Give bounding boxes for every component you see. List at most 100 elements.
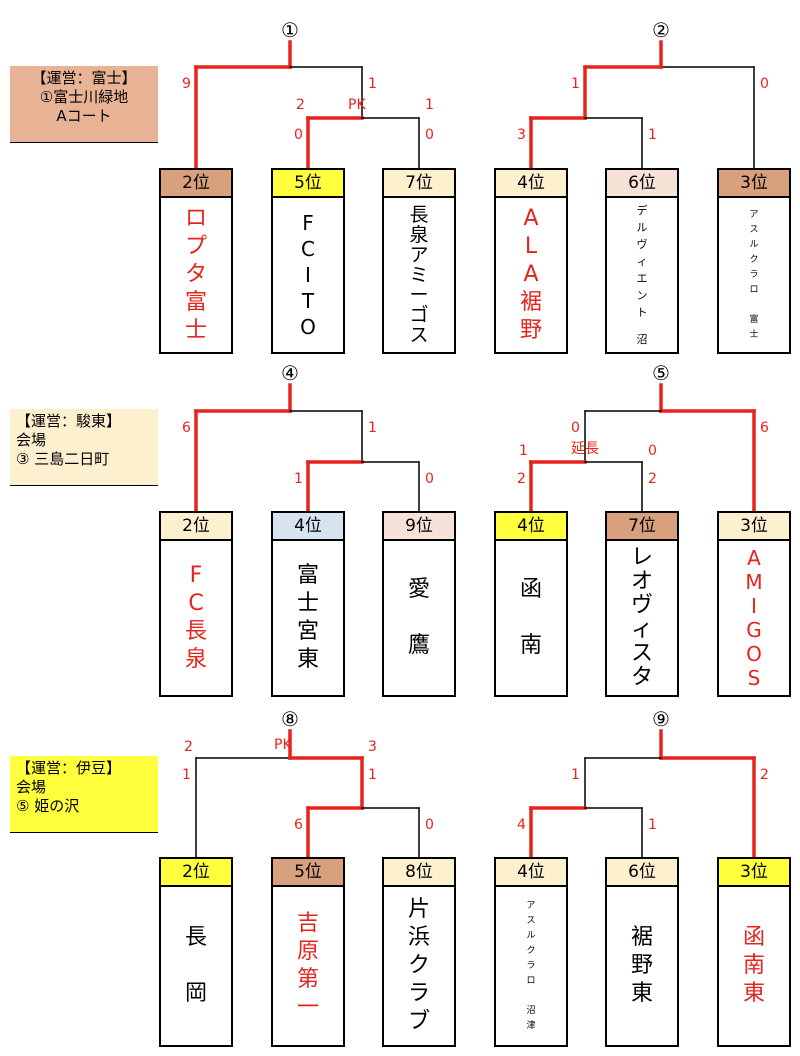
- match-decider-label: 延長: [571, 441, 599, 457]
- team-name: 長岡: [161, 887, 231, 1045]
- team-name-char: ア: [749, 209, 759, 220]
- team-rank: 3位: [719, 859, 789, 887]
- team-name-char: 第: [296, 967, 319, 992]
- match-score: 6: [760, 420, 769, 436]
- team-name-char: ラ: [749, 269, 759, 280]
- team-box: 8位片浜クラブ: [382, 857, 456, 1047]
- team-box: 7位レオヴィスタ: [605, 511, 679, 697]
- team-name-char: ー: [409, 284, 429, 306]
- team-name-char: 富: [296, 563, 319, 588]
- team-name-char: プ: [184, 234, 207, 259]
- match-score: 1: [368, 767, 377, 783]
- team-rank: 7位: [607, 513, 677, 541]
- team-name-char: ヴ: [630, 593, 653, 618]
- match-score: 0: [648, 443, 657, 459]
- match-number: ①: [281, 18, 299, 42]
- team-name: 吉原第一: [273, 887, 343, 1045]
- team-rank: 3位: [719, 513, 789, 541]
- team-name-char: ゴ: [409, 304, 429, 326]
- team-name-char: O: [300, 315, 316, 339]
- team-rank: 2位: [161, 859, 231, 887]
- team-name-char: ス: [526, 915, 536, 926]
- team-name-char: ア: [526, 900, 536, 911]
- team-rank: 2位: [161, 513, 231, 541]
- team-name-char: ク: [526, 945, 536, 956]
- team-rank: 6位: [607, 859, 677, 887]
- match-score: 1: [182, 767, 191, 783]
- team-name-char: ロ: [526, 975, 536, 986]
- team-name: ロプタ富士: [161, 198, 231, 352]
- team-box: 7位長泉アミーゴス: [382, 168, 456, 354]
- match-score: 1: [648, 817, 657, 833]
- match-number: ④: [281, 361, 299, 385]
- match-score: 1: [368, 76, 377, 92]
- match-score: 1: [571, 76, 580, 92]
- team-name-char: ン: [636, 289, 648, 302]
- team-name-char: ロ: [749, 284, 759, 295]
- team-rank: 2位: [161, 170, 231, 198]
- team-name-char: 一: [296, 995, 319, 1020]
- match-score: 2: [184, 739, 193, 755]
- team-name-char: 野: [630, 953, 653, 978]
- match-score: 1: [294, 471, 303, 487]
- team-name: 函南: [496, 541, 566, 695]
- team-box: 9位愛鷹: [382, 511, 456, 697]
- team-name-char: 鷹: [407, 633, 430, 658]
- team-box: 4位アスルクラロ沼津: [494, 857, 568, 1047]
- team-box: 4位富士宮東: [271, 511, 345, 697]
- venue-underline: [10, 485, 158, 486]
- team-name-char: ス: [409, 324, 429, 346]
- team-rank: 8位: [384, 859, 454, 887]
- venue-line: 【運営：富士】: [31, 69, 137, 87]
- match-score: 3: [517, 127, 526, 143]
- match-score: 1: [368, 420, 377, 436]
- team-name-char: ィ: [630, 617, 653, 642]
- team-rank: 4位: [496, 170, 566, 198]
- team-name: デルヴィエント沼: [607, 198, 677, 352]
- team-name-char: タ: [630, 665, 653, 690]
- venue-line: Aコート: [56, 107, 112, 125]
- team-name-char: ィ: [636, 255, 648, 268]
- team-box: 4位函南: [494, 511, 568, 697]
- team-rank: 3位: [719, 170, 789, 198]
- team-name-char: S: [747, 666, 761, 690]
- team-name-char: オ: [630, 569, 653, 594]
- team-name-char: 富: [184, 290, 207, 315]
- match-decider-label: PK: [348, 97, 366, 113]
- team-name-char: 南: [742, 953, 765, 978]
- team-box: 6位デルヴィエント沼: [605, 168, 679, 354]
- match-score: 6: [294, 817, 303, 833]
- venue-line: 【運営：伊豆】: [16, 759, 122, 777]
- team-name-char: ヴ: [636, 238, 648, 251]
- match-score: 2: [648, 471, 657, 487]
- match-decider-label: PK: [274, 737, 292, 753]
- team-name-char: 函: [742, 925, 765, 950]
- match-number: ②: [652, 18, 670, 42]
- match-score: 0: [760, 76, 769, 92]
- team-box: 3位アスルクラロ富士: [717, 168, 791, 354]
- team-name-char: ル: [749, 239, 759, 250]
- team-name-char: レ: [630, 545, 653, 570]
- match-score: 0: [294, 127, 303, 143]
- match-score: 1: [519, 443, 528, 459]
- team-name-char: タ: [184, 262, 207, 287]
- team-name-char: ス: [749, 224, 759, 235]
- team-name-char: 愛: [407, 577, 430, 602]
- team-name-char: 士: [184, 318, 207, 343]
- team-name-char: 岡: [184, 981, 207, 1006]
- team-name-char: 浜: [407, 925, 430, 950]
- team-name-char: 南: [519, 633, 542, 658]
- team-box: 2位ロプタ富士: [159, 168, 233, 354]
- team-name-char: A: [523, 262, 539, 287]
- team-name-char: ト: [636, 306, 648, 319]
- team-name-char: 長: [409, 204, 429, 226]
- team-name-char: ス: [630, 641, 653, 666]
